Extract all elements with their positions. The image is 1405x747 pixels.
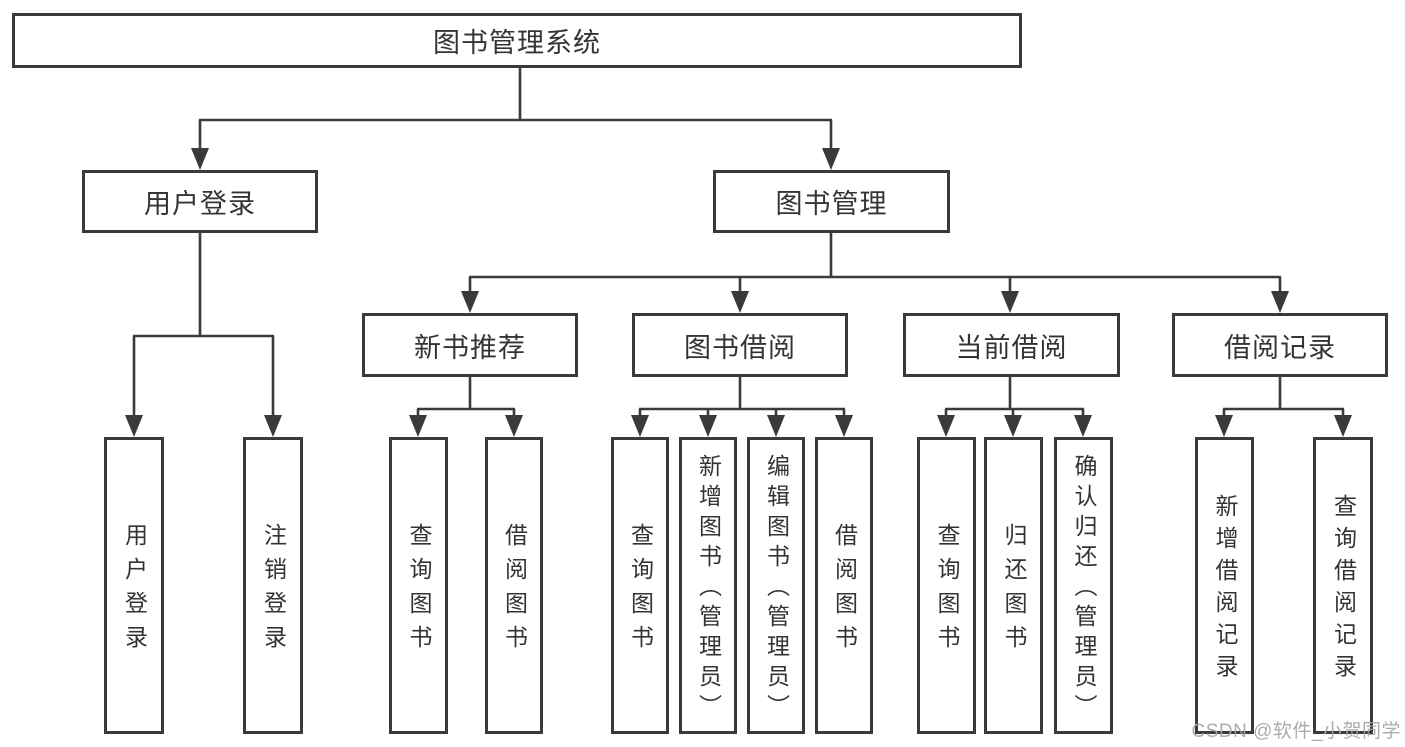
arrowhead xyxy=(822,148,840,170)
arrowhead xyxy=(1271,291,1289,313)
leaf-label: 注销登录 xyxy=(260,523,287,659)
arrowhead xyxy=(1334,415,1352,437)
leaf-add-books-admin: 新增图书（管理员） xyxy=(679,437,737,734)
arrowhead xyxy=(767,415,785,437)
arrowhead xyxy=(191,148,209,170)
leaf-label: 借阅图书 xyxy=(501,523,528,659)
arrowhead xyxy=(1074,415,1092,437)
arrowhead xyxy=(461,291,479,313)
node-library-system: 图书管理系统 xyxy=(12,13,1022,68)
arrowhead xyxy=(699,415,717,437)
leaf-label: 用户登录 xyxy=(121,523,148,659)
leaf-label: 归还图书 xyxy=(1001,523,1027,659)
leaf-borrow-books: 借阅图书 xyxy=(815,437,873,734)
leaf-label: 查询借阅记录 xyxy=(1330,494,1357,686)
leaf-label: 查询图书 xyxy=(934,523,960,659)
leaf-label: 新增借阅记录 xyxy=(1212,494,1238,686)
node-current-borrowing: 当前借阅 xyxy=(903,313,1120,377)
leaf-label: 新增图书（管理员） xyxy=(695,454,722,724)
arrowhead xyxy=(937,415,955,437)
node-book-management: 图书管理 xyxy=(713,170,950,233)
leaf-add-borrow-record: 新增借阅记录 xyxy=(1195,437,1254,734)
arrowhead xyxy=(1215,415,1233,437)
leaf-return-books: 归还图书 xyxy=(984,437,1043,734)
node-new-book-recommend: 新书推荐 xyxy=(362,313,578,377)
leaf-query-books-borrow: 查询图书 xyxy=(611,437,669,734)
node-borrowing-records: 借阅记录 xyxy=(1172,313,1388,377)
arrowhead xyxy=(264,415,282,437)
arrowhead xyxy=(505,415,523,437)
arrowhead xyxy=(1004,415,1022,437)
csdn-watermark: CSDN @软件_小贺同学 xyxy=(1191,721,1401,742)
arrowhead xyxy=(631,415,649,437)
leaf-label: 确认归还（管理员） xyxy=(1071,454,1097,724)
leaf-query-books-recommend: 查询图书 xyxy=(389,437,448,734)
arrowhead xyxy=(1001,291,1019,313)
leaf-borrow-books-recommend: 借阅图书 xyxy=(485,437,543,734)
leaf-query-borrow-record: 查询借阅记录 xyxy=(1313,437,1373,734)
leaf-label: 借阅图书 xyxy=(831,523,858,659)
node-user-login: 用户登录 xyxy=(82,170,318,233)
arrowhead xyxy=(125,415,143,437)
leaf-edit-books-admin: 编辑图书（管理员） xyxy=(747,437,805,734)
node-book-borrowing: 图书借阅 xyxy=(632,313,848,377)
leaf-label: 查询图书 xyxy=(627,523,654,659)
leaf-user-login: 用户登录 xyxy=(104,437,164,734)
leaf-confirm-return-admin: 确认归还（管理员） xyxy=(1054,437,1113,734)
leaf-query-books-current: 查询图书 xyxy=(917,437,976,734)
leaf-label: 编辑图书（管理员） xyxy=(763,454,790,724)
arrowhead xyxy=(731,291,749,313)
arrowhead xyxy=(409,415,427,437)
arrowhead xyxy=(835,415,853,437)
leaf-logout: 注销登录 xyxy=(243,437,303,734)
leaf-label: 查询图书 xyxy=(406,523,432,659)
